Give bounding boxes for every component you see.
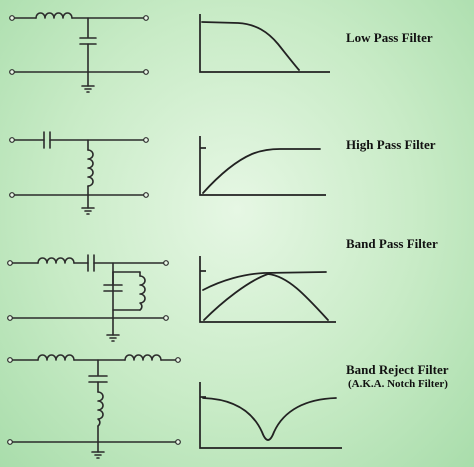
inductor-icon (37, 354, 75, 361)
terminal-icon (9, 69, 15, 75)
ground-icon (91, 451, 105, 459)
terminal-icon (163, 260, 169, 266)
band-pass-title: Band Pass Filter (346, 236, 438, 251)
inductor-icon (124, 354, 162, 361)
terminal-icon (9, 15, 15, 21)
inductor-icon (35, 12, 73, 19)
low-pass-circuit (9, 12, 149, 93)
terminal-icon (163, 315, 169, 321)
high-pass-response-graph (199, 136, 326, 196)
inductor-icon (97, 391, 104, 427)
capacitor-icon (103, 284, 123, 292)
band-pass-curve-lower (203, 273, 329, 321)
high-pass-title: High Pass Filter (346, 137, 436, 152)
band-reject-subtitle: (A.K.A. Notch Filter) (348, 378, 448, 390)
terminal-icon (143, 137, 149, 143)
ground-icon (106, 334, 120, 342)
inductor-icon (37, 257, 75, 264)
terminal-icon (143, 15, 149, 21)
ground-icon (81, 85, 95, 93)
high-pass-curve (202, 148, 321, 194)
terminal-icon (143, 192, 149, 198)
ground-icon (81, 207, 95, 215)
band-pass-circuit (7, 254, 169, 342)
terminal-icon (175, 357, 181, 363)
band-reject-curve (202, 397, 337, 441)
terminal-icon (9, 192, 15, 198)
terminal-icon (7, 357, 13, 363)
terminal-icon (7, 439, 13, 445)
band-reject-title: Band Reject Filter (346, 362, 449, 377)
high-pass-circuit (9, 131, 149, 215)
inductor-icon (87, 149, 94, 187)
terminal-icon (143, 69, 149, 75)
terminal-icon (9, 137, 15, 143)
low-pass-curve (201, 21, 300, 71)
band-reject-circuit (7, 354, 181, 459)
band-pass-curve-upper (202, 271, 327, 291)
terminal-icon (7, 260, 13, 266)
band-pass-response-graph (199, 256, 336, 323)
low-pass-response-graph (199, 14, 330, 73)
band-reject-response-graph (199, 382, 342, 449)
capacitor-icon (88, 375, 108, 383)
low-pass-title: Low Pass Filter (346, 30, 433, 45)
capacitor-icon (79, 37, 97, 45)
capacitor-icon (87, 254, 95, 272)
terminal-icon (175, 439, 181, 445)
capacitor-icon (43, 131, 51, 149)
inductor-icon (139, 275, 146, 311)
terminal-icon (7, 315, 13, 321)
